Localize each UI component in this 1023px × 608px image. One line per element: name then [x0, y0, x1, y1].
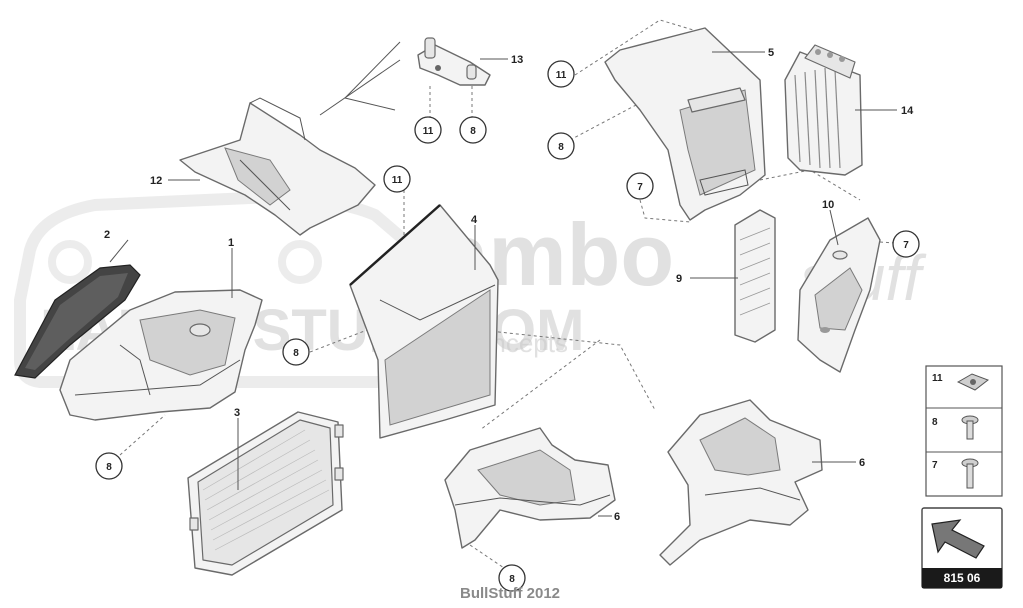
callout-11: 11 — [414, 116, 442, 144]
watermark-headlight-icon — [278, 240, 322, 284]
part-label-6: 6 — [614, 511, 620, 523]
part-label-4: 4 — [471, 214, 478, 226]
part-label-2: 2 — [104, 229, 110, 241]
svg-text:11: 11 — [423, 126, 434, 137]
svg-text:7: 7 — [637, 182, 643, 193]
part-label-10: 10 — [822, 199, 834, 211]
part-4-side-duct — [349, 204, 499, 439]
callout-8: 8 — [282, 338, 310, 366]
diagram-code-box: 815 06 — [921, 507, 1003, 589]
part-12-upper-duct — [179, 97, 376, 236]
part-label-3: 3 — [234, 407, 240, 419]
svg-text:8: 8 — [293, 348, 299, 359]
part-label-1: 1 — [228, 237, 234, 249]
part-6-lower-duct-left — [444, 427, 616, 549]
svg-text:8: 8 — [558, 142, 564, 153]
part-label-12: 12 — [150, 175, 162, 187]
part-labels: 1 2 3 4 5 6 6 9 10 12 13 14 — [104, 47, 914, 523]
svg-text:7: 7 — [932, 460, 938, 471]
diagram-code: 815 06 — [944, 571, 981, 585]
part-13-bracket — [319, 37, 491, 116]
bolt-icon — [961, 458, 979, 489]
legend-row-11: 11 — [932, 373, 990, 391]
part-label-9: 9 — [676, 273, 682, 285]
svg-text:8: 8 — [106, 462, 112, 473]
svg-text:8: 8 — [932, 417, 938, 428]
part-1-intake-housing — [59, 289, 263, 421]
watermark-headlight-icon — [48, 240, 92, 284]
part-label-14: 14 — [901, 105, 914, 117]
part-5-duct — [604, 27, 766, 221]
leader-lines — [109, 51, 897, 517]
part-label-6: 6 — [859, 457, 865, 469]
svg-text:8: 8 — [509, 574, 515, 585]
legend-row-7: 7 — [932, 458, 979, 489]
svg-text:7: 7 — [903, 240, 909, 251]
callout-7: 7 — [626, 172, 654, 200]
callout-8: 8 — [95, 452, 123, 480]
fastener-legend: 11 8 7 — [925, 365, 1003, 497]
svg-text:11: 11 — [556, 70, 567, 81]
part-14-cooler — [784, 44, 863, 176]
screw-icon — [961, 415, 979, 440]
part-3-radiator — [187, 411, 344, 576]
callout-8: 8 — [547, 132, 575, 160]
part-9-oil-cooler — [734, 209, 776, 343]
svg-text:11: 11 — [932, 373, 943, 384]
legend-row-8: 8 — [932, 415, 979, 440]
callout-8: 8 — [498, 564, 526, 592]
clip-nut-icon — [956, 373, 990, 391]
part-6-lower-duct-right — [659, 399, 823, 566]
part-label-13: 13 — [511, 54, 523, 66]
svg-text:11: 11 — [392, 175, 403, 186]
part-2-mesh-grille — [14, 264, 141, 379]
callout-11: 11 — [547, 60, 575, 88]
part-label-5: 5 — [768, 47, 774, 59]
callout-7: 7 — [892, 230, 920, 258]
svg-text:8: 8 — [470, 126, 476, 137]
callout-8: 8 — [459, 116, 487, 144]
part-10-small-duct — [797, 217, 881, 373]
arrow-icon — [931, 519, 985, 559]
footer-credit: BullStuff 2012 — [460, 585, 560, 602]
callout-11: 11 — [383, 165, 411, 193]
